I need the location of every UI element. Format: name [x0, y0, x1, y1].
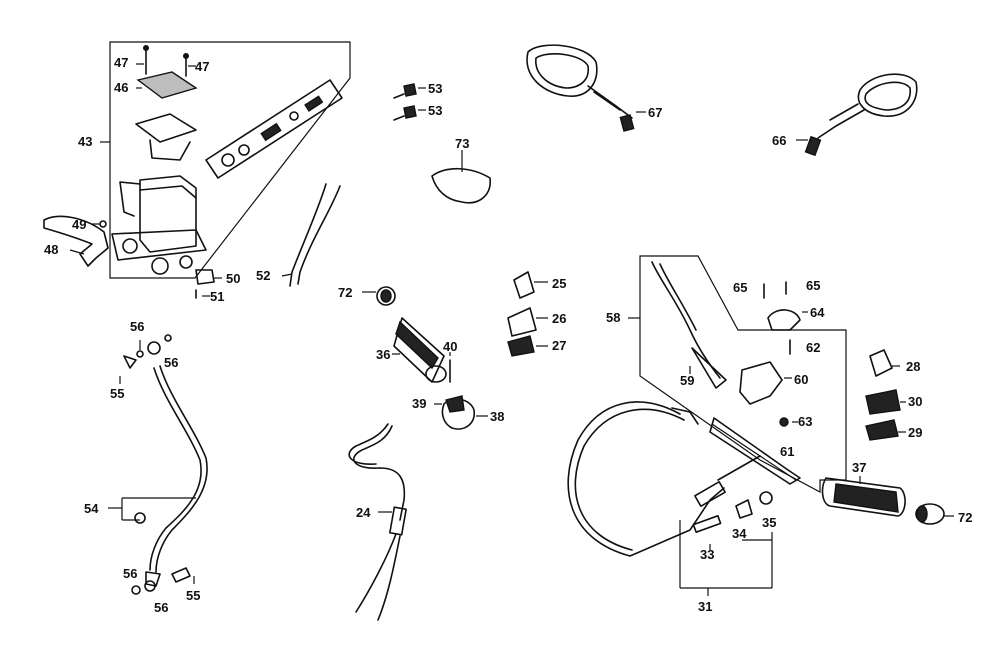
label-56: 56 — [164, 355, 178, 370]
label-56: 56 — [130, 319, 144, 334]
label-63: 63 — [798, 414, 812, 429]
label-54: 54 — [84, 501, 99, 516]
label-67: 67 — [648, 105, 662, 120]
master-cylinder-group — [43, 41, 351, 299]
label-55: 55 — [186, 588, 200, 603]
label-37: 37 — [852, 460, 866, 475]
label-60: 60 — [794, 372, 808, 387]
label-72: 72 — [958, 510, 972, 525]
label-50: 50 — [226, 271, 240, 286]
label-61: 61 — [780, 444, 794, 459]
label-33: 33 — [700, 547, 714, 562]
handlebar-cover — [431, 167, 491, 204]
label-46: 46 — [114, 80, 128, 95]
label-56: 56 — [154, 600, 168, 615]
label-52: 52 — [256, 268, 270, 283]
label-56: 56 — [123, 566, 137, 581]
label-40: 40 — [443, 339, 457, 354]
label-51: 51 — [210, 289, 224, 304]
clutch-lever-group — [628, 255, 847, 493]
label-38: 38 — [490, 409, 504, 424]
seal-kit — [205, 79, 343, 179]
label-25: 25 — [552, 276, 566, 291]
label-39: 39 — [412, 396, 426, 411]
label-30: 30 — [908, 394, 922, 409]
left-grip — [821, 476, 954, 525]
group-frame-58 — [639, 255, 847, 493]
clutch-lever — [709, 417, 801, 485]
right-switches — [507, 271, 548, 357]
label-47: 47 — [114, 55, 128, 70]
label-49: 49 — [72, 217, 86, 232]
label-65: 65 — [806, 278, 820, 293]
label-66: 66 — [772, 133, 786, 148]
label-36: 36 — [376, 347, 390, 362]
label-53: 53 — [428, 103, 442, 118]
label-24: 24 — [356, 505, 371, 520]
label-29: 29 — [908, 425, 922, 440]
label-58: 58 — [606, 310, 620, 325]
label-65: 65 — [733, 280, 747, 295]
label-31: 31 — [698, 599, 712, 614]
label-47: 47 — [195, 59, 209, 74]
brake-lever — [43, 215, 109, 267]
label-73: 73 — [455, 136, 469, 151]
callout-labels: 47 47 46 43 49 48 50 51 53 53 73 52 67 6… — [44, 55, 972, 615]
label-62: 62 — [806, 340, 820, 355]
group-frame-43 — [109, 41, 351, 279]
label-35: 35 — [762, 515, 776, 530]
mirrors — [526, 44, 918, 157]
reservoir-cap — [136, 71, 198, 99]
throttle-grip-assembly — [348, 286, 488, 621]
brake-hose — [108, 334, 208, 595]
center-top-parts — [281, 83, 491, 287]
lever-bracket — [739, 361, 783, 405]
reservoir-body — [139, 175, 197, 253]
label-26: 26 — [552, 311, 566, 326]
label-27: 27 — [552, 338, 566, 353]
label-43: 43 — [78, 134, 92, 149]
label-59: 59 — [680, 373, 694, 388]
label-34: 34 — [732, 526, 747, 541]
label-72: 72 — [338, 285, 352, 300]
hand-grip — [821, 477, 906, 517]
label-55: 55 — [110, 386, 124, 401]
mirror-left — [857, 73, 918, 117]
clutch-cable — [567, 401, 773, 596]
label-53: 53 — [428, 81, 442, 96]
label-64: 64 — [810, 305, 825, 320]
label-28: 28 — [906, 359, 920, 374]
mirror-right — [526, 44, 598, 97]
label-48: 48 — [44, 242, 58, 257]
left-switches — [865, 349, 906, 441]
